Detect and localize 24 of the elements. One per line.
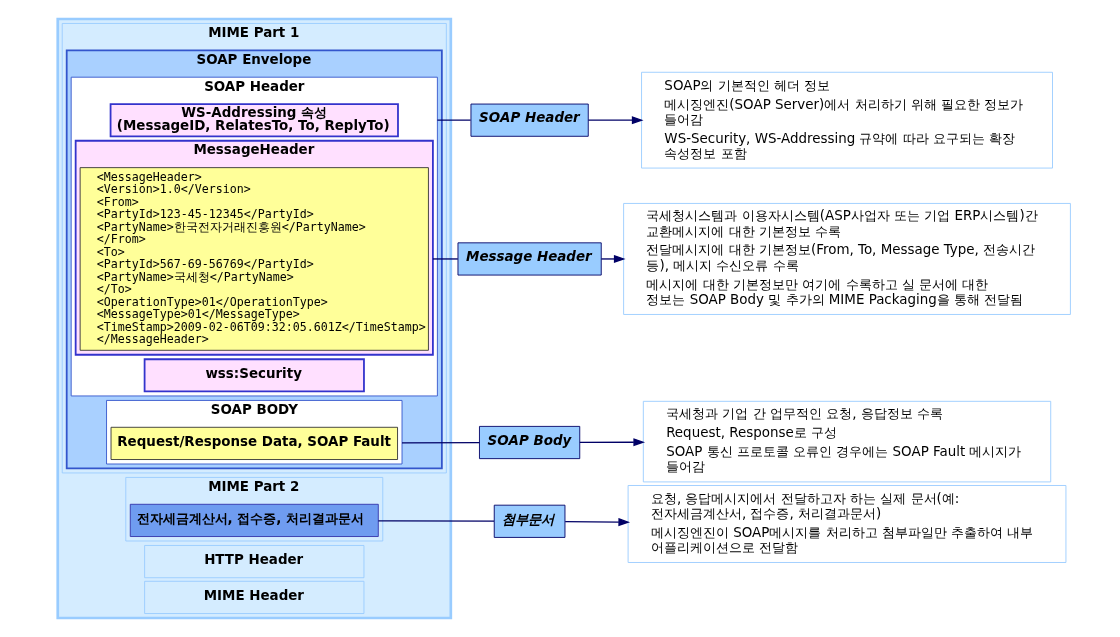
connector <box>377 520 495 522</box>
node-box: <MessageHeader> <Version>1.0</Version> <From> <PartyId>123-45-12345</PartyId> <PartyName>한국전자거래진흥원</PartyName> </From> <To> <PartyId>567-69-56769</PartyId> <PartyName>국세청</PartyName> </To> <OperationType>01</OperationType> <MessageType>01</MessageType> <TimeStamp>2009-02-06T09:32:05.601Z</TimeStamp> </MessageHeader> <box>79 167 429 351</box>
connector <box>400 442 480 444</box>
node-box: SOAP Body <box>478 425 580 460</box>
node-box: SOAP Header <box>470 103 589 137</box>
node-box: SOAP의 기본적인 헤더 정보 메시징엔진(SOAP Server)에서 처리하기 위해 필요한 정보가 들어감 WS-Security, WS-Addressing 규약에 따라 요구되는 확장 속성정보 포함 <box>640 71 1053 169</box>
node-box: Request/Response Data, SOAP Fault <box>110 426 398 460</box>
node-box: 요청, 응답메시지에서 전달하고자 하는 실제 문서(예: 전자세금계산서, 접수증, 처리결과문서) 메시징엔진이 SOAP메시지를 처리하고 첨부파일만 추출하여 내부 어플리케이션으로 전달함 <box>627 485 1066 563</box>
arrow <box>600 254 626 264</box>
node-box: 전자세금계산서, 접수증, 처리결과문서 <box>129 503 379 537</box>
arrow <box>587 116 643 125</box>
connector <box>431 258 458 260</box>
connector <box>436 119 471 121</box>
node-box: wss:Security <box>143 358 365 393</box>
cluster <box>55 17 452 620</box>
node-box: 국세청시스템과 이용자시스템(ASP사업자 또는 기업 ERP시스템)간 교환메시지에 대한 기본정보 수록 전달메시지에 대한 기본정보(From, To, Message Type, 전송시간 등), 메시지 수신오류 수록 메시지에 대한 기본정보만 여기에 수록하고 실 문서에 대한 정보는 SOAP Body 및 추가의 MIME Packaging을 통해 전달됨 <box>622 203 1071 315</box>
node-box: Message Header <box>457 242 602 276</box>
node-box: HTTP Header <box>143 545 364 579</box>
node-box: 첨부문서 <box>493 504 565 538</box>
node-box: WS-Addressing 속성 (MessageID, RelatesTo, To, ReplyTo) <box>109 103 399 138</box>
node-box: MIME Header <box>143 580 364 614</box>
arrow <box>564 517 630 527</box>
node-box: 국세청과 기업 간 업무적인 요청, 응답정보 수록 Request, Response로 구성 SOAP 통신 프로토콜 오류인 경우에는 SOAP Fault 메시지가 들어감 <box>642 400 1051 483</box>
arrow <box>578 438 645 447</box>
